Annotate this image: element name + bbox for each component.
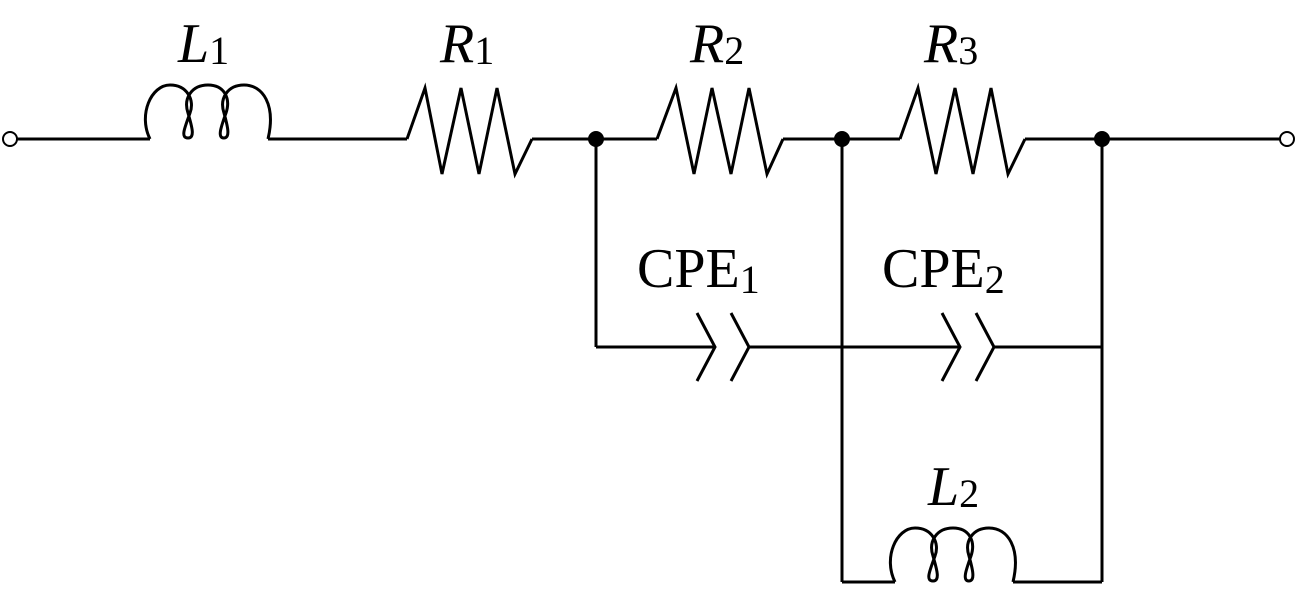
label-r3-subscript: 3 xyxy=(958,28,978,73)
label-r1: R1 xyxy=(439,13,494,75)
label-r3-symbol: R xyxy=(923,13,958,75)
cpe2-element-plate-1 xyxy=(940,312,962,382)
label-r2: R2 xyxy=(689,13,744,75)
label-cpe2-symbol: CPE xyxy=(882,238,985,300)
resistor-r2 xyxy=(655,82,785,179)
label-r1-subscript: 1 xyxy=(474,28,494,73)
resistor-r1 xyxy=(405,82,534,179)
input-terminal xyxy=(2,131,18,147)
junction-node-b xyxy=(834,131,850,147)
label-l2-subscript: 2 xyxy=(959,471,979,516)
cpe2-element-plate-2 xyxy=(974,312,996,382)
junction-node-a xyxy=(588,131,604,147)
cpe1-element-plate-2 xyxy=(729,312,751,382)
resistor-r3 xyxy=(898,82,1027,179)
label-cpe1-subscript: 1 xyxy=(740,257,760,302)
label-cpe2: CPE2 xyxy=(882,238,1005,302)
cpe1-element-plate-1 xyxy=(695,312,717,382)
inductor-l1 xyxy=(143,83,272,140)
label-l1-subscript: 1 xyxy=(209,28,229,73)
output-terminal xyxy=(1279,131,1295,147)
label-cpe1-symbol: CPE xyxy=(637,238,740,300)
label-r3: R3 xyxy=(923,13,978,75)
label-r2-symbol: R xyxy=(689,13,724,75)
label-cpe2-subscript: 2 xyxy=(985,257,1005,302)
label-l2: L2 xyxy=(927,456,979,518)
label-l2-symbol: L xyxy=(927,456,959,518)
label-cpe1: CPE1 xyxy=(637,238,760,302)
label-r1-symbol: R xyxy=(439,13,474,75)
label-l1: L1 xyxy=(177,13,229,75)
label-l1-symbol: L xyxy=(177,13,209,75)
inductor-l2 xyxy=(888,526,1017,583)
label-r2-subscript: 2 xyxy=(724,28,744,73)
junction-node-c xyxy=(1094,131,1110,147)
